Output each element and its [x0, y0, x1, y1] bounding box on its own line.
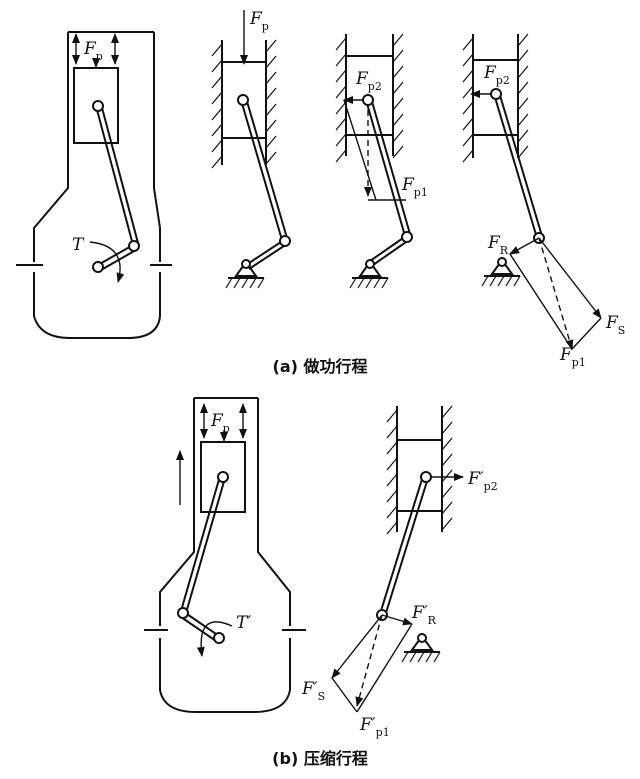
piston-a [73, 67, 119, 144]
mechanism-b2: F′p2 F′R F′S F′p1 [301, 405, 498, 739]
force-label-fp-b: Fp [210, 411, 230, 435]
force-label-fp2-a4: Fp2 [483, 63, 510, 87]
force-label-fp-a2: Fp [249, 9, 269, 33]
force-label-fp2-a3: Fp2 [355, 69, 382, 93]
caption-a: (a) 做功行程 [273, 357, 368, 376]
torque-label-t: T [72, 235, 85, 255]
piston-b [200, 441, 246, 513]
force-label-fp1-a3: Fp1 [401, 175, 428, 199]
force-label-fs-a4: FS [605, 313, 625, 337]
pressure-arrows-b [200, 403, 247, 442]
force-label-fr-prime-b2: F′R [411, 603, 437, 627]
engine-a: Fp T [16, 31, 172, 339]
force-label-fp1-prime-b2: F′p1 [359, 715, 390, 739]
force-label-fs-prime-b2: F′S [301, 679, 325, 703]
mechanism-a4: Fp2 FR FS Fp1 [462, 33, 625, 369]
torque-arrow-a [89, 241, 125, 283]
force-label-fp2-prime-b2: F′p2 [467, 469, 498, 493]
mechanism-a2: Fp [211, 9, 291, 289]
engine-b: Fp T′ [144, 397, 306, 713]
force-label-fp1-a4: Fp1 [559, 345, 586, 369]
caption-b: (b) 压缩行程 [272, 749, 368, 768]
force-label-fp-a: Fp [83, 39, 103, 63]
torque-label-t-prime: T′ [236, 613, 251, 633]
mechanism-a3: Fp2 Fp1 [335, 33, 428, 289]
pressure-arrows-a [72, 33, 119, 68]
force-label-fr-a4: FR [487, 233, 509, 257]
torque-arrow-b [196, 621, 233, 657]
